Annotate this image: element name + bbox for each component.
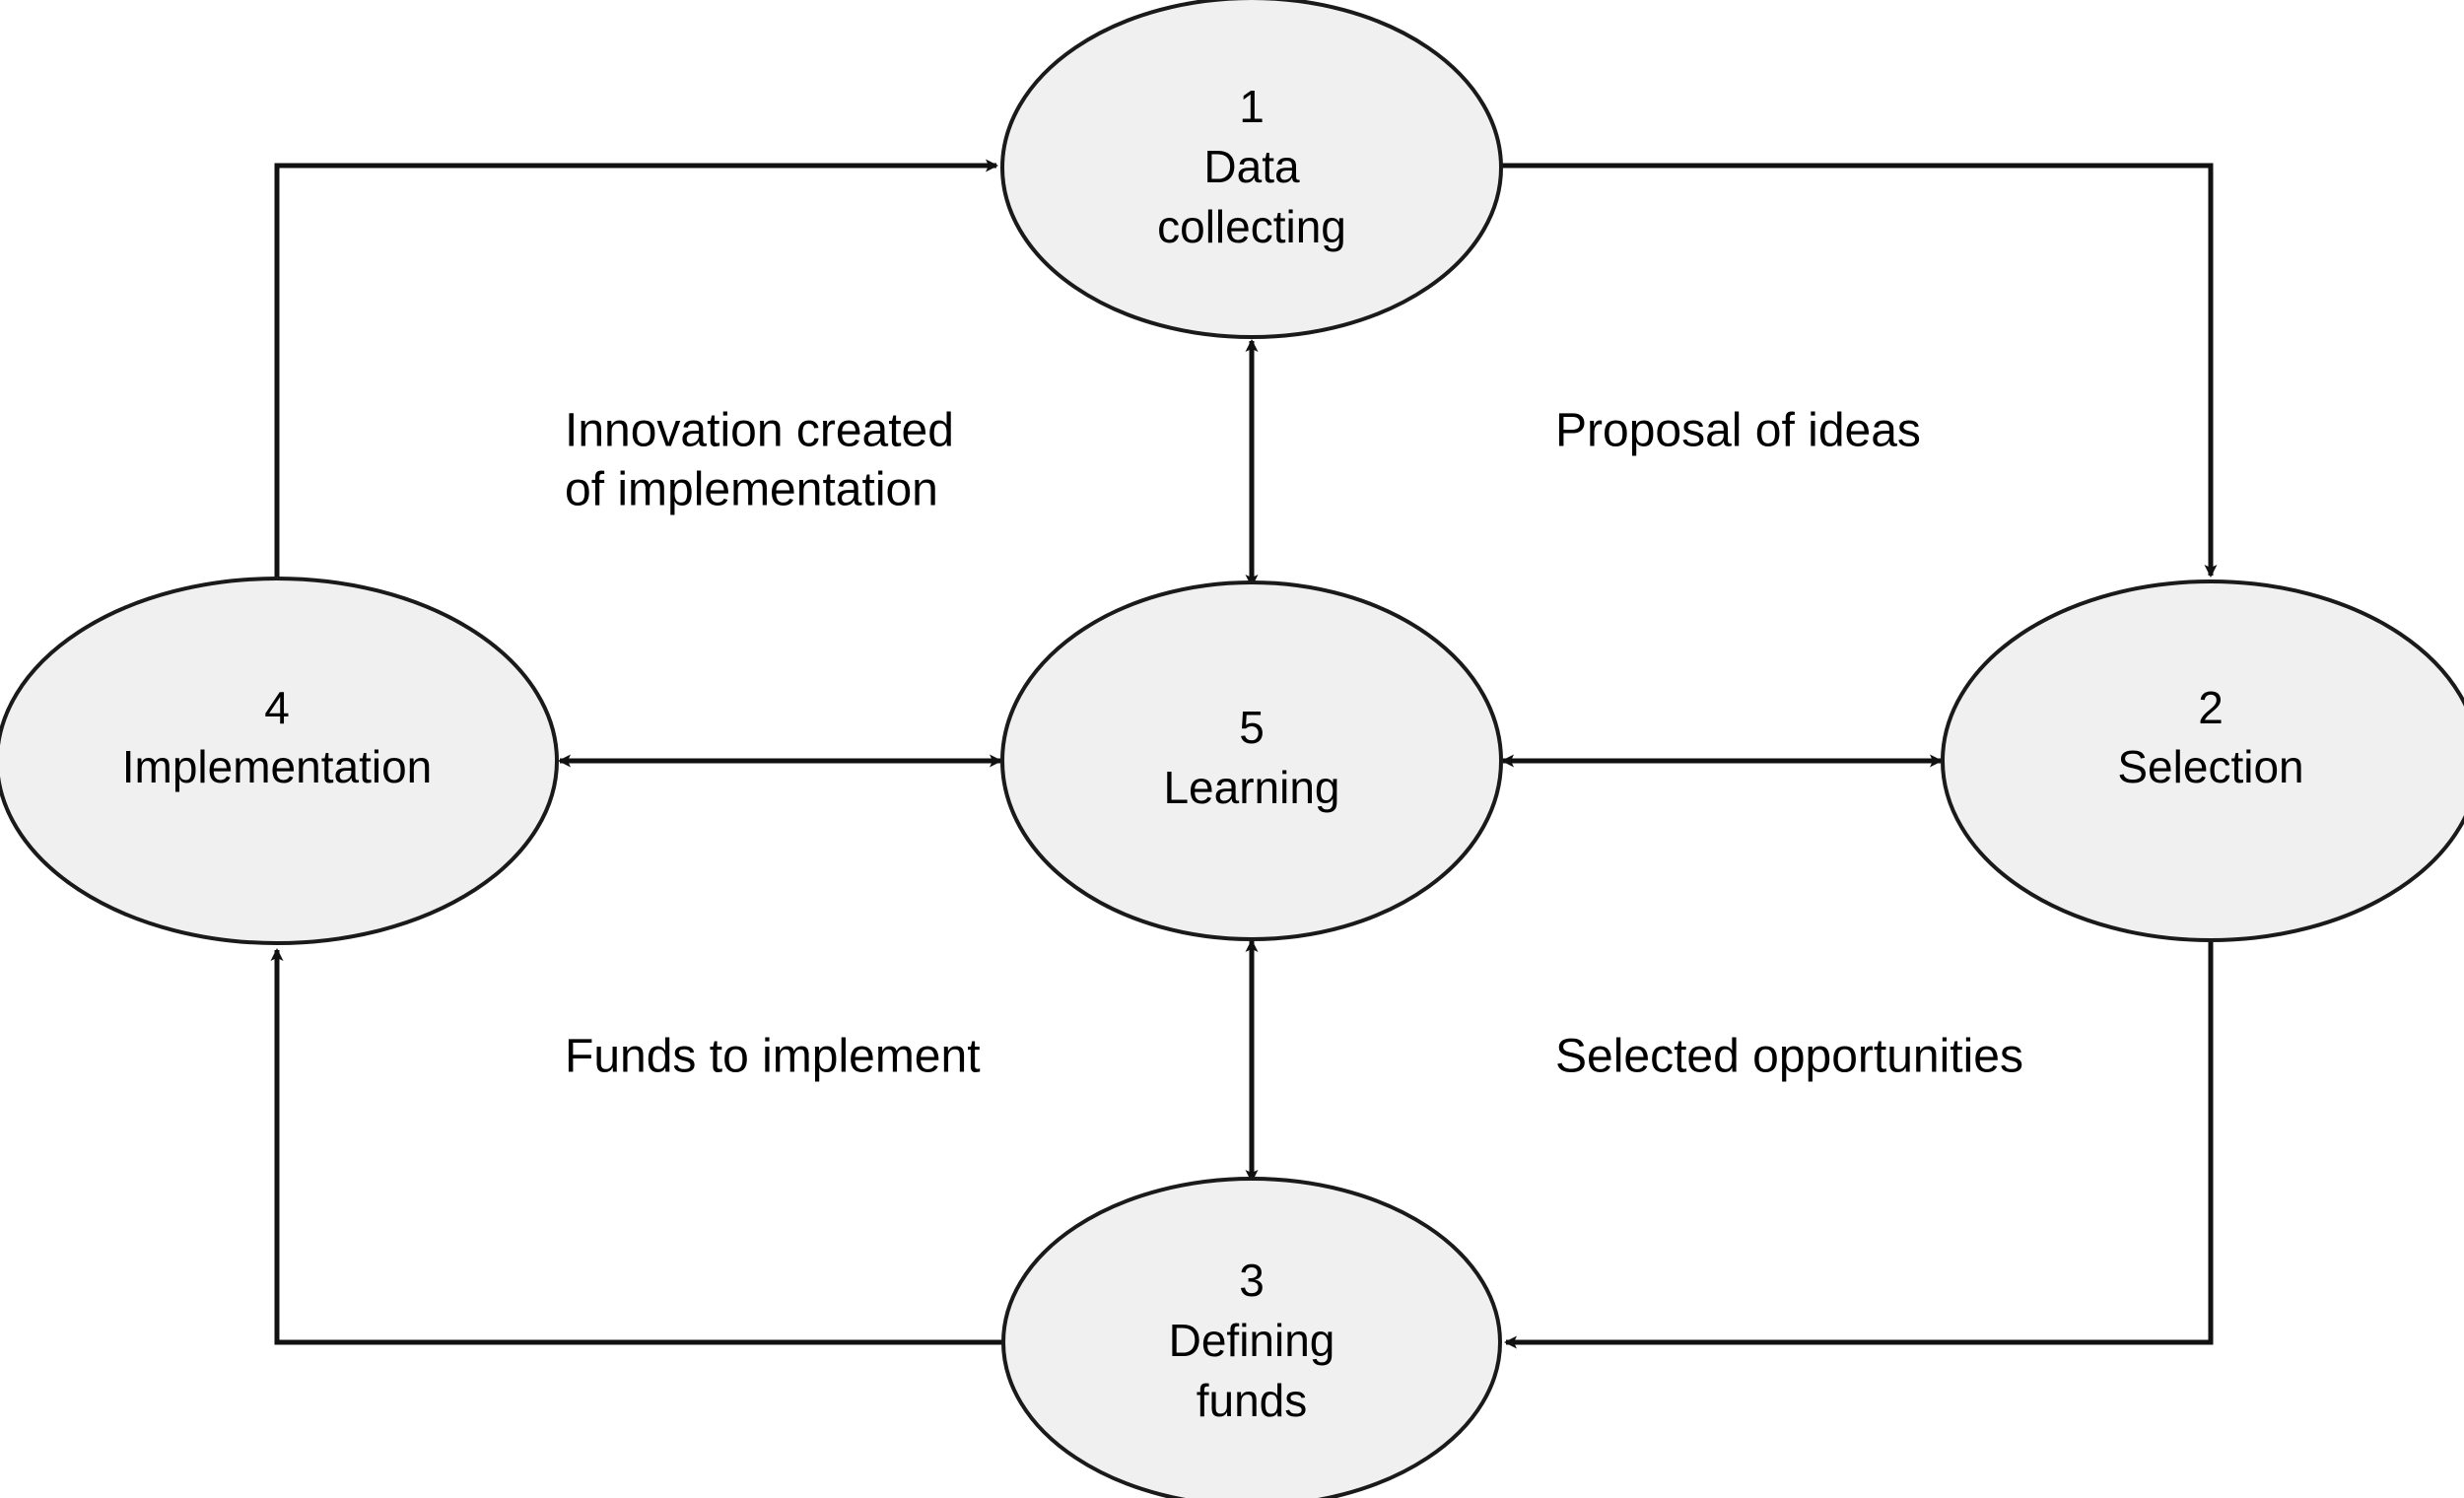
edge-label-proposal-of-ideas: Proposal of ideas bbox=[1555, 405, 1921, 457]
edge-4-to-1 bbox=[274, 159, 998, 579]
node-2-number: 2 bbox=[2198, 682, 2224, 733]
node-5-learning[interactable]: 5 Learning bbox=[1000, 580, 1503, 941]
node-5-label-line1: Learning bbox=[1163, 762, 1339, 813]
node-4-number: 4 bbox=[264, 682, 290, 733]
edge-label-funds-line1: Funds to implement bbox=[565, 1031, 981, 1083]
node-5-number: 5 bbox=[1239, 702, 1265, 753]
node-3-number: 3 bbox=[1239, 1255, 1265, 1306]
node-4-shape[interactable] bbox=[0, 577, 559, 945]
node-4-label-line1: Implementation bbox=[122, 741, 433, 792]
node-1-label-line1: Data bbox=[1203, 141, 1300, 192]
node-3-shape[interactable] bbox=[1001, 1177, 1502, 1498]
node-1-data-collecting[interactable]: 1 Data collecting bbox=[1000, 0, 1503, 339]
node-3-defining-funds[interactable]: 3 Defining funds bbox=[1001, 1177, 1502, 1498]
edge-label-opportunities-line1: Selected opportunities bbox=[1555, 1031, 2023, 1083]
node-3-label-line2: funds bbox=[1197, 1375, 1308, 1426]
edge-label-funds-to-implement: Funds to implement bbox=[565, 1031, 981, 1083]
edge-label-selected-opportunities: Selected opportunities bbox=[1555, 1031, 2023, 1083]
edge-label-innovation-line2: of implementation bbox=[565, 464, 938, 516]
node-5-shape[interactable] bbox=[1000, 580, 1503, 941]
node-1-number: 1 bbox=[1239, 81, 1265, 132]
node-2-selection[interactable]: 2 Selection bbox=[1941, 579, 2464, 942]
node-2-label-line1: Selection bbox=[2117, 741, 2303, 792]
edge-3-to-4 bbox=[270, 948, 1003, 1345]
edge-label-innovation-created: Innovation created of implementation bbox=[565, 405, 954, 516]
edge-1-to-2 bbox=[1499, 163, 2218, 578]
edge-label-innovation-line1: Innovation created bbox=[565, 405, 954, 457]
node-3-label-line1: Defining bbox=[1169, 1315, 1335, 1366]
edge-2-to-3 bbox=[1504, 942, 2214, 1349]
node-2-shape[interactable] bbox=[1941, 579, 2464, 942]
node-1-shape[interactable] bbox=[1000, 0, 1503, 339]
edge-label-proposal-line1: Proposal of ideas bbox=[1555, 405, 1921, 457]
node-4-implementation[interactable]: 4 Implementation bbox=[0, 577, 559, 945]
node-1-label-line2: collecting bbox=[1157, 201, 1346, 252]
